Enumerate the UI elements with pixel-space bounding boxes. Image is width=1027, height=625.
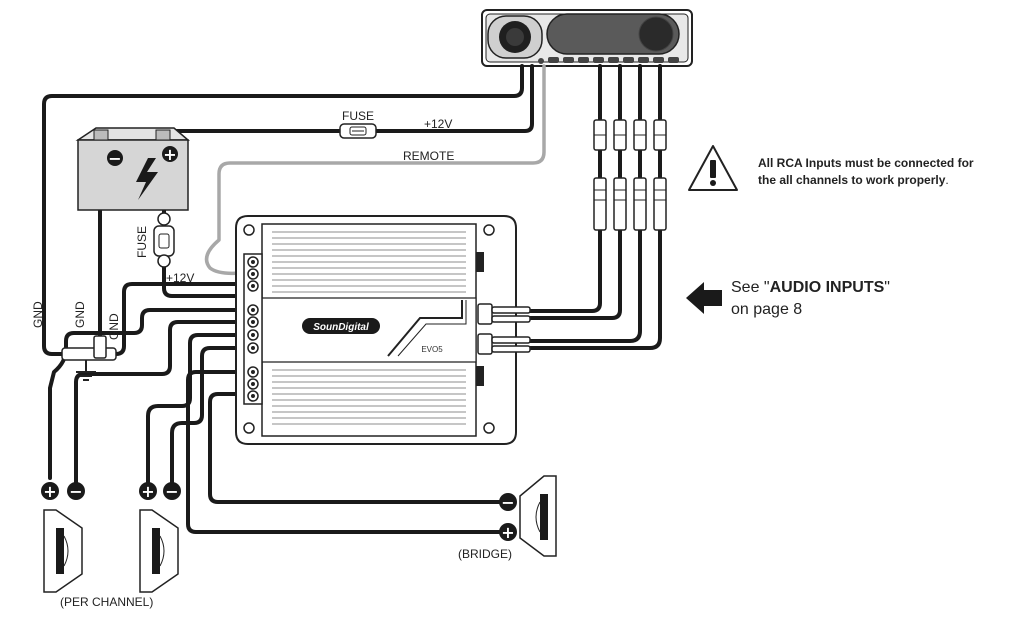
rca-cable-4 [528, 228, 662, 350]
svg-text:+: + [163, 145, 176, 164]
reference-line2: on page 8 [731, 301, 802, 318]
speaker-wire-bridge-positive [186, 370, 502, 534]
warning-text-line2: the all channels to work properly. [758, 173, 949, 187]
speaker-wire-bridge-negative [208, 392, 502, 504]
battery: − + [75, 127, 191, 211]
warning-icon [688, 145, 738, 191]
svg-text:+: + [501, 523, 514, 542]
speaker-ch1-negative-terminal: − [67, 482, 85, 501]
remote-wire [204, 64, 546, 276]
amplifier: SounDigital EVO5 [235, 215, 531, 445]
amp-12v-wire [162, 264, 254, 298]
head-unit-ground-wire [42, 64, 524, 356]
terminal-block [243, 253, 263, 405]
speaker-wire-ch2-positive [146, 333, 252, 486]
speaker-ch2-negative-terminal: − [163, 482, 181, 501]
bridge-positive-terminal: + [499, 523, 517, 542]
head-unit [481, 9, 693, 67]
battery-negative-terminal [107, 150, 123, 166]
rca-cable-1 [528, 228, 602, 313]
svg-text:+: + [141, 482, 154, 501]
rca-cable-2 [528, 228, 622, 320]
arrow-left-icon [686, 282, 722, 314]
speaker-bridge [519, 475, 557, 557]
bridge-label: (BRIDGE) [458, 547, 512, 561]
gnd-label-1: GND [31, 301, 45, 328]
lightning-bolt-icon [136, 158, 158, 200]
battery-positive-terminal [162, 146, 178, 162]
ground-junction [61, 335, 117, 381]
speaker-wire-ch2-negative [170, 346, 252, 486]
rca-cable-3 [528, 228, 642, 343]
fuse-head-unit [339, 123, 377, 139]
fuse-amplifier [153, 212, 175, 268]
per-channel-label: (PER CHANNEL) [60, 595, 153, 609]
rca-input-jacks [477, 303, 531, 355]
head-unit-buttons [538, 57, 679, 64]
amp-ground-wire [108, 282, 252, 356]
gnd-label-3: GND [107, 313, 121, 340]
speaker-wire-ch1-negative [74, 320, 252, 486]
svg-text:+: + [43, 482, 56, 501]
svg-text:−: − [69, 482, 82, 501]
bridge-negative-terminal: − [499, 493, 517, 512]
speaker-channel-1 [43, 509, 83, 593]
warning-text-line1: All RCA Inputs must be connected for [758, 156, 974, 170]
plus12v-amp-label: +12V [166, 271, 194, 285]
gnd-label-2: GND [73, 301, 87, 328]
speaker-channel-2 [139, 509, 179, 593]
svg-text:−: − [165, 482, 178, 501]
model-name: EVO5 [421, 345, 443, 354]
plus12v-top-label: +12V [424, 117, 452, 131]
brand-logo [302, 318, 380, 334]
fuse-side-label: FUSE [135, 226, 149, 258]
speaker-ch1-positive-terminal: + [41, 482, 59, 501]
svg-text:−: − [108, 149, 121, 168]
reference-line1: See "AUDIO INPUTS" [731, 279, 890, 296]
fuse-top-label: FUSE [342, 109, 374, 123]
remote-label: REMOTE [403, 149, 454, 163]
svg-text:−: − [501, 493, 514, 512]
svg-text:SounDigital: SounDigital [313, 322, 369, 333]
speaker-ch2-positive-terminal: + [139, 482, 157, 501]
rca-plugs-bottom [593, 177, 667, 231]
